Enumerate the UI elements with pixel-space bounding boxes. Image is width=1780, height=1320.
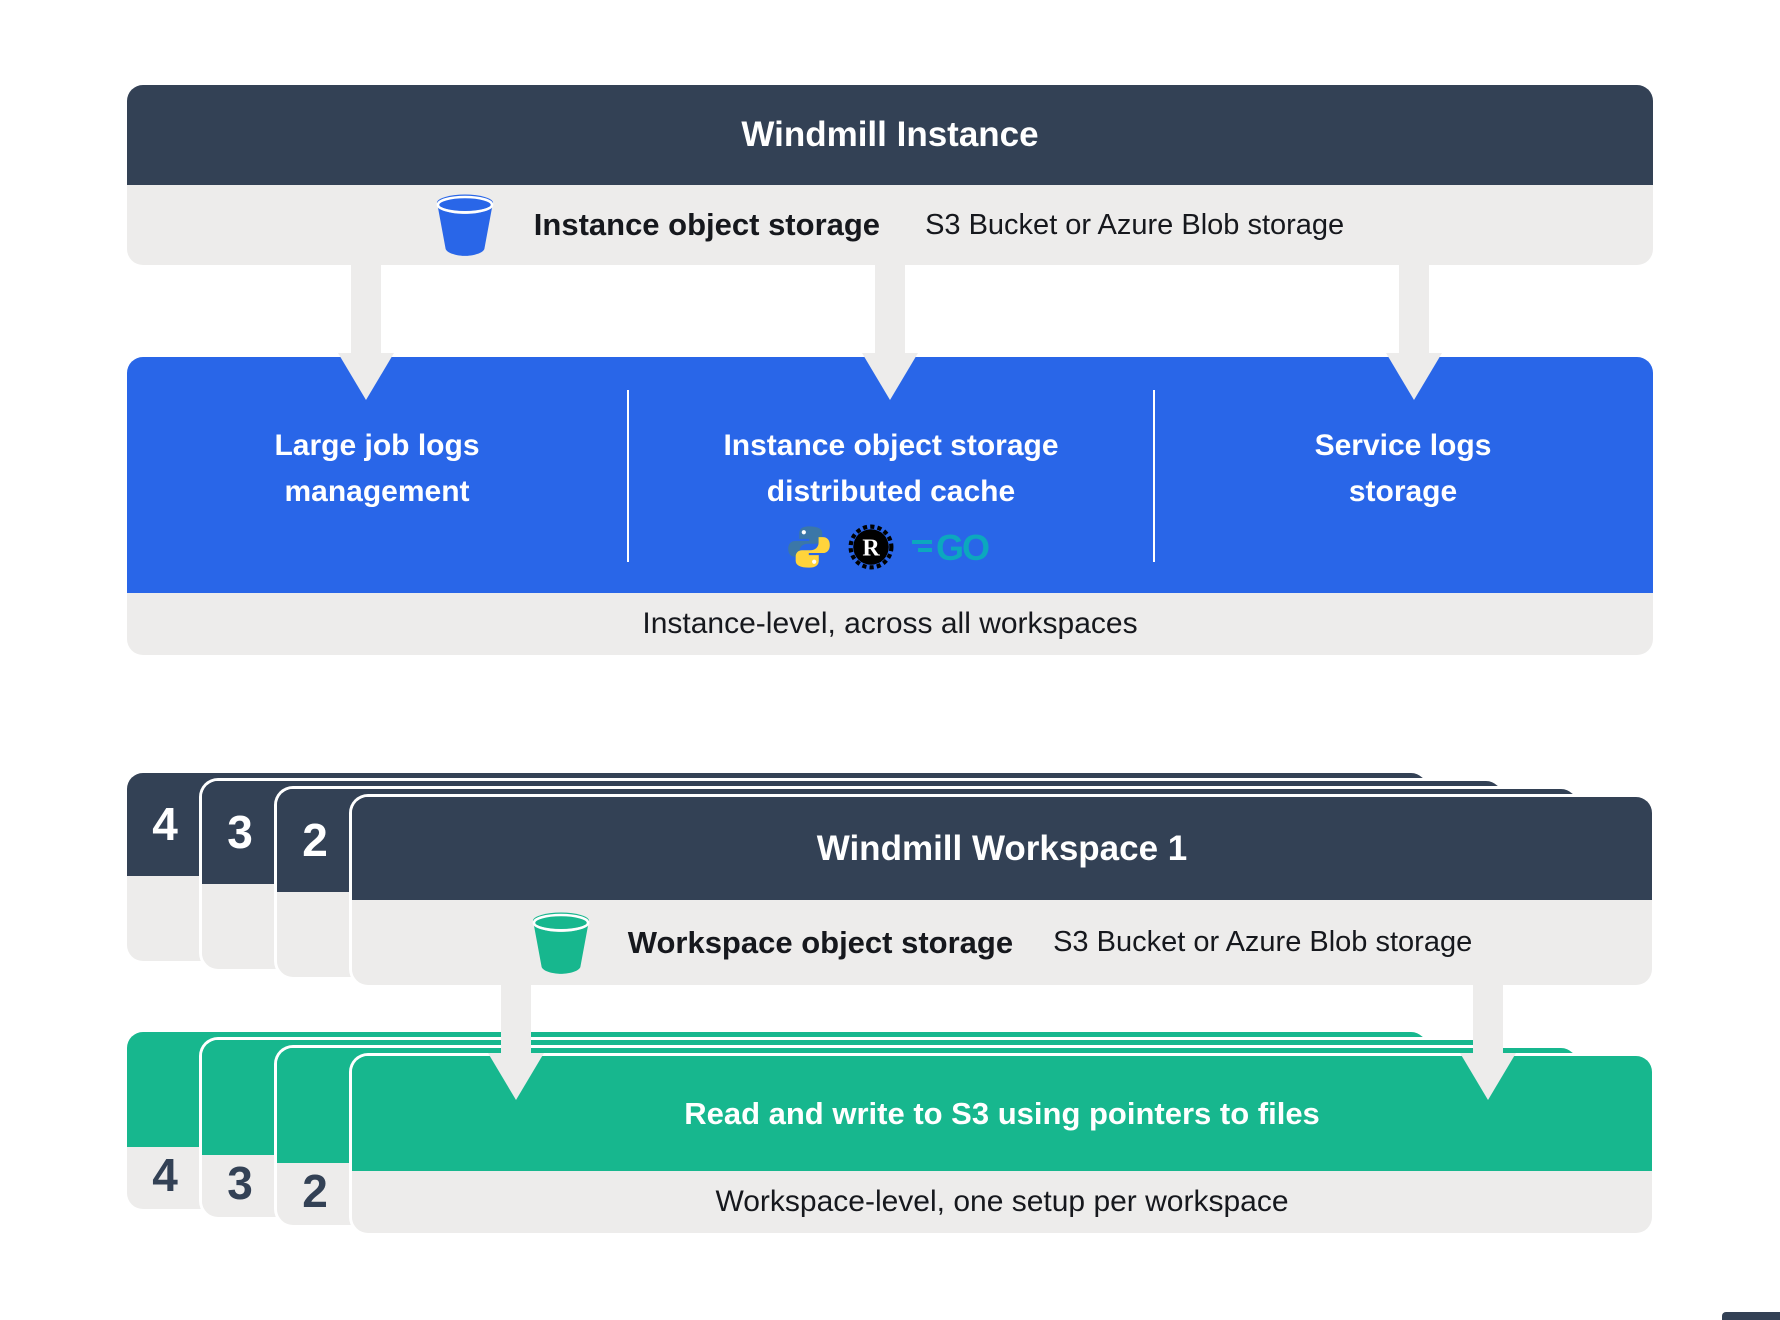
feature-line: Instance object storage	[723, 429, 1059, 462]
workspace-stack-number: 2	[302, 814, 328, 866]
workspace-card-main: Windmill Workspace 1 Workspace object st…	[352, 797, 1652, 985]
feature-line: Service logs	[1314, 429, 1492, 462]
instance-storage-bar: Instance object storage S3 Bucket or Azu…	[127, 185, 1653, 265]
green-stack-number: 4	[152, 1149, 178, 1201]
workspace-storage-bar: Workspace object storage S3 Bucket or Az…	[352, 900, 1652, 985]
instance-caption-bar: Instance-level, across all workspaces	[127, 593, 1653, 655]
feature-line: storage	[1348, 475, 1458, 508]
rust-icon: R	[848, 524, 894, 570]
green-stack-number: 3	[227, 1157, 253, 1209]
green-card-main: Read and write to S3 using pointers to f…	[352, 1056, 1652, 1233]
feature-distributed-cache: Instance object storage distributed cach…	[629, 357, 1153, 593]
workspace-stack-number: 4	[152, 798, 178, 850]
svg-text:R: R	[862, 535, 880, 561]
green-action-text: Read and write to S3 using pointers to f…	[684, 1095, 1320, 1131]
arrow-down-icon	[1386, 265, 1442, 400]
arrow-down-icon	[862, 265, 918, 400]
instance-header: Windmill Instance	[127, 85, 1653, 185]
feature-line: management	[284, 475, 470, 508]
workspace-stack-number: 3	[227, 806, 253, 858]
arrow-down-icon	[488, 985, 544, 1100]
bucket-icon-blue	[436, 194, 494, 256]
instance-storage-sublabel: S3 Bucket or Azure Blob storage	[925, 208, 1345, 241]
workspace-caption-bar: Workspace-level, one setup per workspace	[352, 1171, 1652, 1233]
column-divider	[627, 390, 629, 562]
language-icons-row: R GO	[786, 523, 996, 571]
column-divider	[1153, 390, 1155, 562]
workspace-title: Windmill Workspace 1	[816, 828, 1188, 868]
workspace-caption: Workspace-level, one setup per workspace	[715, 1185, 1289, 1218]
feature-line: distributed cache	[766, 475, 1016, 508]
feature-service-logs: Service logs storage	[1153, 357, 1653, 593]
svg-text:GO: GO	[936, 527, 989, 568]
workspace-storage-label: Workspace object storage	[627, 924, 1014, 960]
instance-storage-label: Instance object storage	[533, 207, 881, 242]
green-stack-number: 2	[302, 1165, 328, 1217]
feature-line: Large job logs	[274, 429, 480, 462]
python-icon	[786, 524, 832, 570]
instance-title: Windmill Instance	[741, 115, 1039, 154]
corner-decoration	[1722, 1312, 1780, 1320]
green-action-area: Read and write to S3 using pointers to f…	[352, 1056, 1652, 1171]
workspace-storage-sublabel: S3 Bucket or Azure Blob storage	[1053, 926, 1473, 958]
arrow-down-icon	[338, 265, 394, 400]
workspace-header: Windmill Workspace 1	[352, 797, 1652, 900]
go-icon: GO	[910, 526, 996, 568]
instance-caption: Instance-level, across all workspaces	[642, 607, 1138, 640]
bucket-icon-green	[532, 912, 590, 974]
feature-large-job-logs: Large job logs management	[127, 357, 627, 593]
arrow-down-icon	[1460, 985, 1516, 1100]
